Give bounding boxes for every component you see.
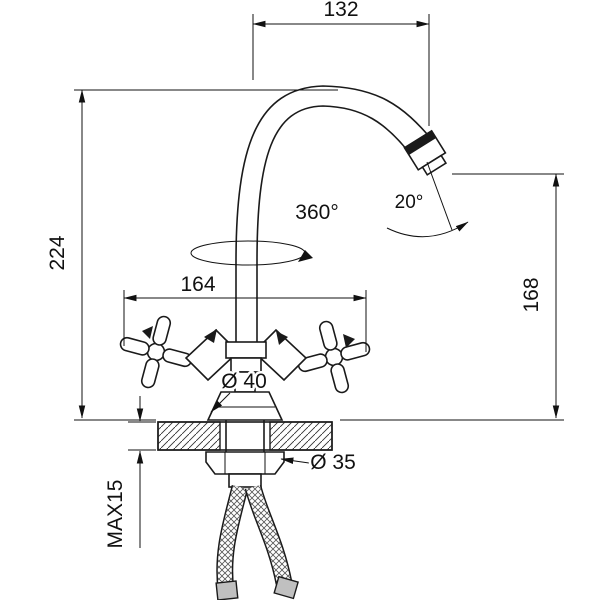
dim-outlet-angle: [386, 161, 469, 238]
base-escutcheon: [206, 391, 284, 421]
bonnet-shade-right: [276, 331, 288, 345]
supply-hose-left: [216, 484, 249, 592]
dim-label-max-deck-thickness: MAX15: [104, 480, 127, 549]
dim-overall-height: [74, 89, 338, 421]
spout-head: [403, 129, 448, 176]
spout-pipe-inner: [256, 105, 415, 350]
handle-left: [119, 315, 193, 389]
leader-locknut-diameter: [280, 457, 317, 465]
valve-bonnet-left: [184, 328, 240, 382]
leader-base-diameter: [210, 392, 231, 413]
swivel-ellipse: [190, 240, 306, 266]
faucet-drawing: [119, 85, 448, 600]
dim-max-deck-thickness: [128, 396, 156, 548]
supply-hose-right: [244, 484, 293, 585]
dim-label-outlet-angle: 20°: [395, 192, 424, 213]
dim-label-base-diameter: Ø 40: [221, 370, 267, 393]
dim-label-locknut-diameter: Ø 35: [310, 451, 356, 474]
valve-bonnet-right: [252, 328, 308, 382]
handle-shade-right: [343, 334, 355, 348]
faucet-body-nut: [225, 341, 267, 359]
hose-fitting-left: [215, 580, 239, 600]
deck-hatch-right: [269, 421, 333, 451]
dim-label-spout-reach: 132: [323, 0, 358, 21]
handle-right: [297, 320, 371, 394]
dim-handle-span: [123, 290, 367, 352]
dim-label-handle-span: 164: [180, 273, 215, 296]
hose-fitting-right: [273, 575, 299, 600]
swivel-arrowhead: [298, 250, 313, 262]
locknut: [205, 451, 285, 475]
spout-pipe-outer: [235, 85, 434, 350]
dimension-annotations: [74, 14, 564, 548]
dim-label-spout-height: 168: [520, 277, 543, 312]
dim-spout-height: [340, 173, 564, 421]
dim-label-swivel-angle: 360°: [295, 201, 338, 224]
deck-hatch-left: [157, 421, 221, 451]
handle-shade-left: [142, 326, 153, 339]
dim-label-overall-height: 224: [46, 235, 69, 270]
bonnet-shade-left: [204, 329, 217, 343]
dim-spout-reach: [252, 14, 430, 126]
hose-connector: [228, 473, 262, 488]
